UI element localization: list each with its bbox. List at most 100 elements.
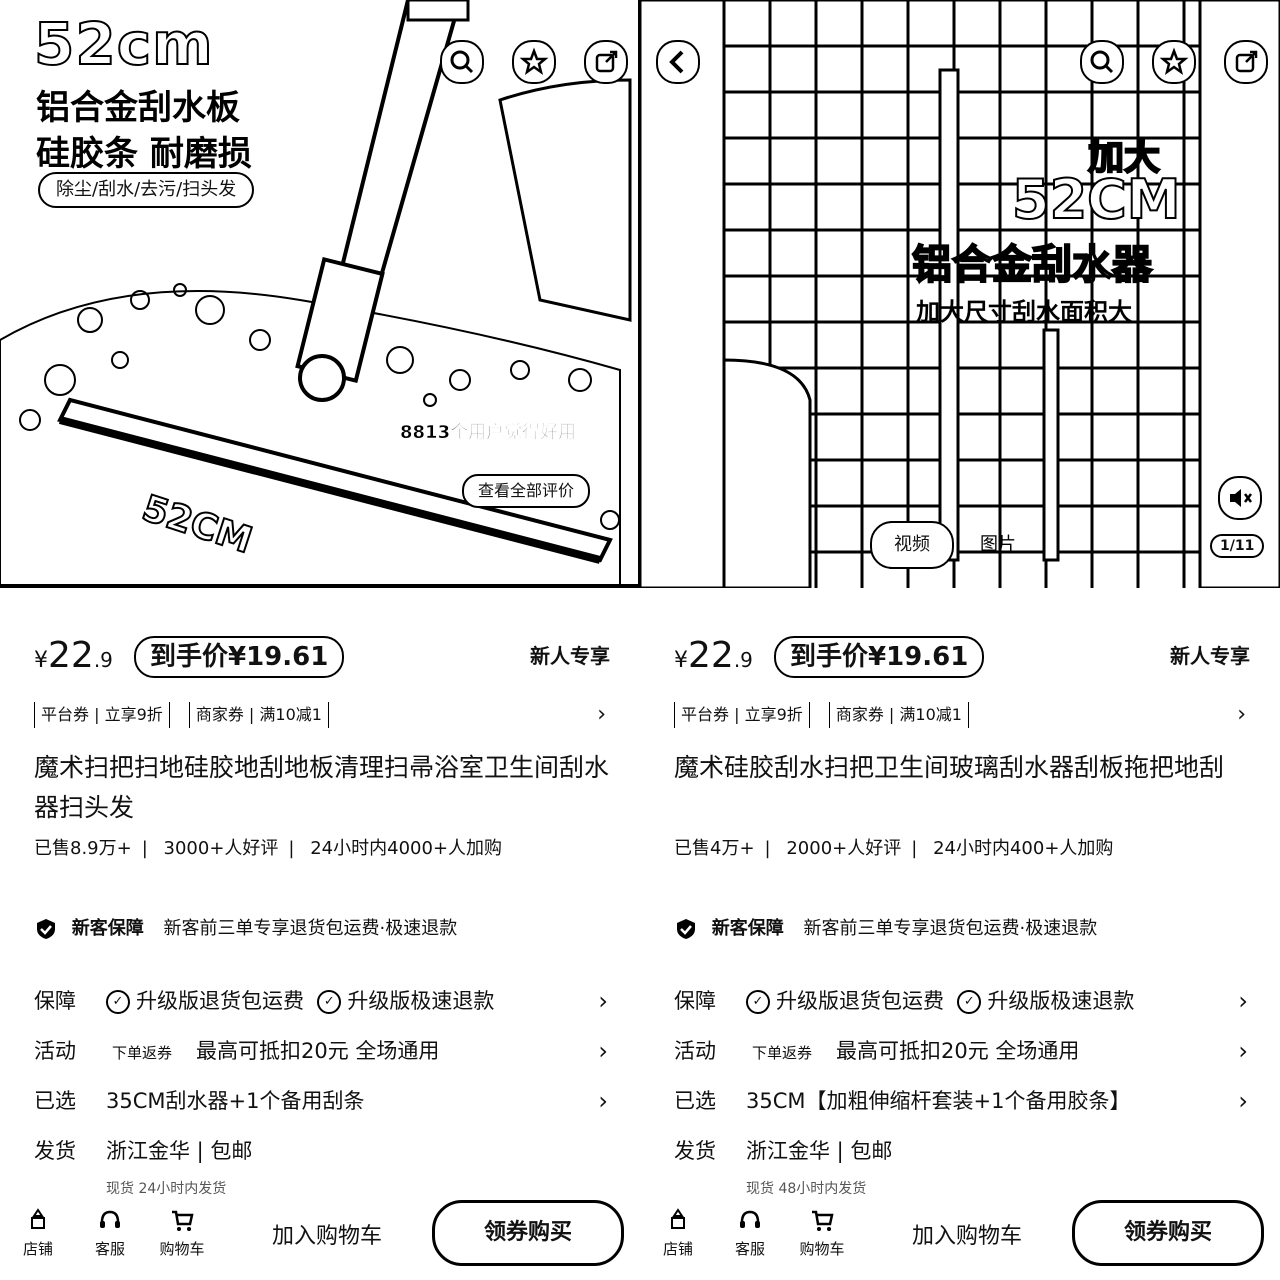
- merchant-coupon[interactable]: 商家券 | 满10减1: [188, 702, 329, 728]
- check-icon: ✓: [106, 990, 130, 1014]
- tab-video[interactable]: 视频: [870, 521, 954, 569]
- back-icon[interactable]: [656, 40, 700, 84]
- shield-icon: [37, 919, 55, 939]
- tab-shop[interactable]: 店铺: [10, 1206, 66, 1259]
- row-protection[interactable]: 保障 ✓升级版退货包运费 ✓升级版极速退款 ›: [674, 982, 1250, 1032]
- add-to-cart-button[interactable]: 加入购物车: [272, 1224, 383, 1249]
- merchant-coupon[interactable]: 商家券 | 满10减1: [828, 702, 969, 728]
- activity-tag: 下单返券: [112, 1044, 173, 1062]
- row-shipping[interactable]: 发货 浙江金华 | 包邮: [674, 1139, 893, 1163]
- add-to-cart-button[interactable]: 加入购物车: [912, 1224, 1023, 1249]
- shop-icon: [671, 1208, 685, 1229]
- platform-coupon[interactable]: 平台券 | 立享9折: [674, 702, 810, 728]
- hero-tile-background: [640, 0, 1280, 588]
- row-selected-variant[interactable]: 已选 35CM刮水器+1个备用刮条 ›: [34, 1082, 610, 1132]
- new-customer-guarantee[interactable]: 新客保障 新客前三单专享退货包运费·极速退款: [34, 914, 624, 941]
- hero-size-label: 52cm: [33, 9, 214, 79]
- chevron-right-icon: ›: [1238, 1087, 1248, 1115]
- delivery-time: 现货 24小时内发货: [106, 1181, 227, 1197]
- coupon-row[interactable]: 平台券 | 立享9折 商家券 | 满10减1 ›: [674, 702, 1250, 732]
- media-tabs: 视频 图片: [870, 520, 1042, 570]
- view-all-reviews-button[interactable]: 查看全部评价: [462, 474, 591, 508]
- product-title: 魔术扫把扫地硅胶地刮地板清理扫帚浴室卫生间刮水器扫头发: [34, 753, 610, 822]
- price-row: ¥22.9 到手价¥19.61 新人专享: [34, 632, 610, 680]
- cart-icon: [172, 1210, 194, 1231]
- star-icon[interactable]: [1152, 40, 1196, 84]
- hero-size-label: 52CM: [1011, 167, 1182, 232]
- check-icon: ✓: [317, 990, 342, 1014]
- new-customer-guarantee[interactable]: 新客保障 新客前三单专享退货包运费·极速退款: [674, 914, 1264, 941]
- row-shipping[interactable]: 发货 浙江金华 | 包邮: [34, 1139, 253, 1163]
- sales-stats: 已售4万+| 2000+人好评| 24小时内400+人加购: [674, 838, 1114, 859]
- product-title: 魔术硅胶刮水扫把卫生间玻璃刮水器刮板拖把地刮: [674, 753, 1225, 782]
- share-icon[interactable]: [584, 40, 628, 84]
- detail-rows: 保障 ✓升级版退货包运费 ✓升级版极速退款 › 活动 下单返券最高可抵扣20元 …: [34, 982, 610, 1182]
- star-icon[interactable]: [512, 40, 556, 84]
- detail-rows: 保障 ✓升级版退货包运费 ✓升级版极速退款 › 活动 下单返券最高可抵扣20元 …: [674, 982, 1250, 1182]
- final-price-badge: 到手价¥19.61: [774, 636, 985, 678]
- hero-illustration: [0, 0, 640, 588]
- share-icon[interactable]: [1224, 40, 1268, 84]
- activity-tag: 下单返券: [752, 1044, 813, 1062]
- chevron-right-icon: ›: [1238, 1037, 1248, 1065]
- coupon-buy-button[interactable]: 领券购买: [1072, 1200, 1264, 1266]
- row-protection[interactable]: 保障 ✓升级版退货包运费 ✓升级版极速退款 ›: [34, 982, 610, 1032]
- product-panel-left: 52cm 铝合金刮水板 硅胶条 耐磨损 除尘/刮水/去污/扫头发 52CM 88…: [0, 0, 640, 1280]
- hero-headline-1: 铝合金刮水板: [36, 88, 240, 128]
- check-icon: ✓: [746, 990, 770, 1014]
- hero-review-note: 8813个用户觉得好用: [400, 422, 577, 444]
- row-activity[interactable]: 活动 下单返券最高可抵扣20元 全场通用 ›: [674, 1032, 1250, 1082]
- tab-image[interactable]: 图片: [980, 534, 1016, 555]
- product-video-hero[interactable]: 加大 52CM 铝合金刮水器 加大尺寸刮水面积大 视频 图片 1/11: [640, 0, 1280, 588]
- sold-count: 已售8.9万+: [34, 838, 132, 859]
- good-review-count: 3000+人好评: [163, 838, 279, 859]
- hero-feature-tags: 除尘/刮水/去污/扫头发: [38, 172, 255, 208]
- mute-icon[interactable]: [1218, 476, 1262, 520]
- row-selected-variant[interactable]: 已选 35CM【加粗伸缩杆套装+1个备用胶条】 ›: [674, 1082, 1250, 1132]
- coupon-buy-button[interactable]: 领券购买: [432, 1200, 624, 1266]
- chevron-right-icon: ›: [1237, 702, 1246, 727]
- final-price-badge: 到手价¥19.61: [134, 636, 345, 678]
- tab-customer-service[interactable]: 客服: [722, 1206, 778, 1259]
- bottom-action-bar: 店铺 客服 购物车 加入购物车 领券购买: [640, 1196, 1280, 1280]
- shield-icon: [677, 919, 695, 939]
- current-price: ¥22.9: [34, 635, 113, 676]
- chevron-right-icon: ›: [598, 1037, 608, 1065]
- panel-divider: [638, 0, 640, 588]
- search-icon[interactable]: [440, 40, 484, 84]
- delivery-time: 现货 48小时内发货: [746, 1181, 867, 1197]
- chevron-right-icon: ›: [598, 987, 608, 1015]
- chevron-right-icon: ›: [597, 702, 606, 727]
- cart-icon: [812, 1210, 834, 1231]
- product-panel-right: 加大 52CM 铝合金刮水器 加大尺寸刮水面积大 视频 图片 1/11 ¥22.…: [640, 0, 1280, 1280]
- recent-cart-count: 24小时内4000+人加购: [310, 838, 503, 859]
- check-icon: ✓: [957, 990, 982, 1014]
- sold-count: 已售4万+: [674, 838, 755, 859]
- chevron-right-icon: ›: [598, 1087, 608, 1115]
- tab-cart[interactable]: 购物车: [154, 1206, 210, 1259]
- new-user-label: 新人专享: [1170, 644, 1250, 668]
- sales-stats: 已售8.9万+| 3000+人好评| 24小时内4000+人加购: [34, 838, 503, 859]
- image-page-indicator: 1/11: [1210, 534, 1265, 558]
- headset-icon: [100, 1210, 120, 1228]
- current-price: ¥22.9: [674, 635, 753, 676]
- search-icon[interactable]: [1080, 40, 1124, 84]
- hero-enlarged-label: 加大: [1087, 136, 1161, 179]
- recent-cart-count: 24小时内400+人加购: [933, 838, 1114, 859]
- new-user-label: 新人专享: [530, 644, 610, 668]
- hero-headline-2: 硅胶条 耐磨损: [36, 134, 252, 174]
- product-image-hero[interactable]: 52cm 铝合金刮水板 硅胶条 耐磨损 除尘/刮水/去污/扫头发 52CM 88…: [0, 0, 640, 588]
- bottom-action-bar: 店铺 客服 购物车 加入购物车 领券购买: [0, 1196, 640, 1280]
- price-row: ¥22.9 到手价¥19.61 新人专享: [674, 632, 1250, 680]
- shop-icon: [31, 1208, 45, 1229]
- good-review-count: 2000+人好评: [786, 838, 902, 859]
- tab-customer-service[interactable]: 客服: [82, 1206, 138, 1259]
- hero-headline: 铝合金刮水器: [911, 241, 1153, 289]
- tab-shop[interactable]: 店铺: [650, 1206, 706, 1259]
- row-activity[interactable]: 活动 下单返券最高可抵扣20元 全场通用 ›: [34, 1032, 610, 1082]
- hero-subheadline: 加大尺寸刮水面积大: [916, 298, 1132, 326]
- platform-coupon[interactable]: 平台券 | 立享9折: [34, 702, 170, 728]
- coupon-row[interactable]: 平台券 | 立享9折 商家券 | 满10减1 ›: [34, 702, 610, 732]
- tab-cart[interactable]: 购物车: [794, 1206, 850, 1259]
- chevron-right-icon: ›: [1238, 987, 1248, 1015]
